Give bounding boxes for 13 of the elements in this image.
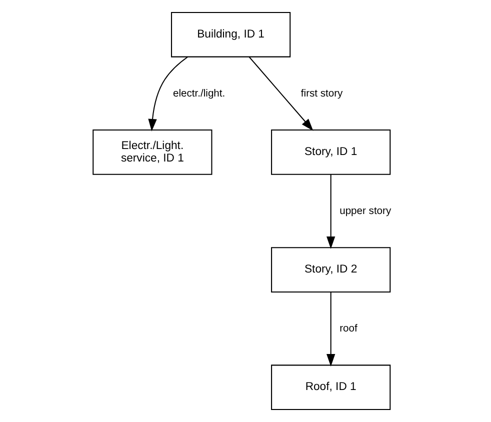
arrow [148, 56, 188, 132]
node-box: Roof, ID 1 [271, 364, 391, 410]
node-box: Electr./Light. service, ID 1 [92, 130, 212, 175]
edge-label: upper story [340, 206, 392, 218]
edge-label: first story [300, 88, 343, 100]
arrow [326, 292, 336, 366]
node-box: Story, ID 2 [271, 247, 391, 292]
arrow [248, 56, 314, 131]
node-box: Story, ID 1 [271, 130, 391, 175]
edge-label: roof [340, 324, 358, 335]
edge-label: electr./light. [173, 88, 226, 100]
node-box: Building, ID 1 [171, 12, 291, 58]
arrow [326, 174, 336, 249]
